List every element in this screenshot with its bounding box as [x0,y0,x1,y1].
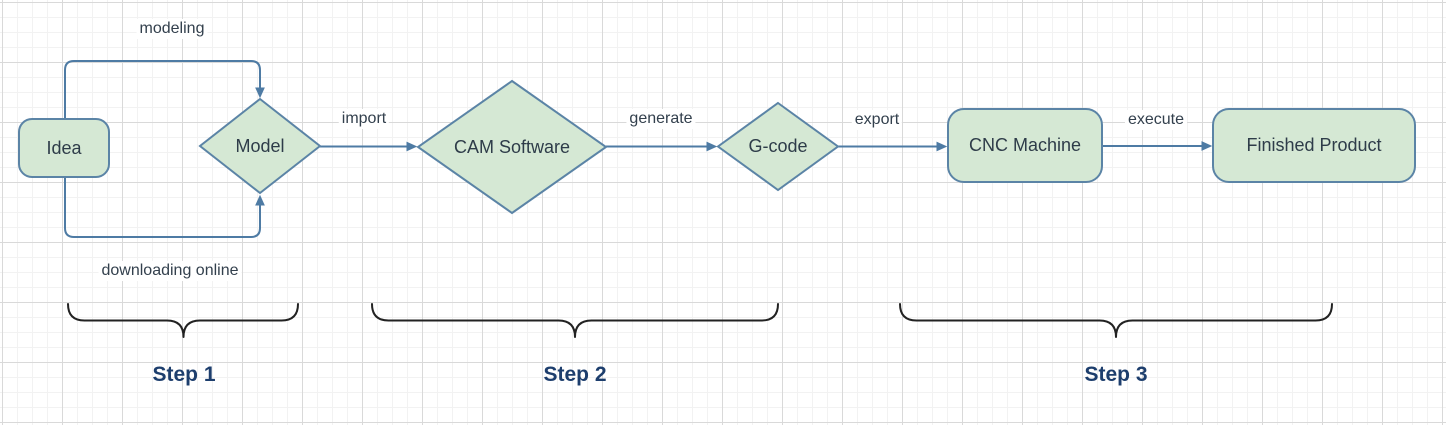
edge-modeling-connector[interactable] [64,60,265,119]
step-1-brace[interactable] [67,303,299,338]
node-cam-software-shape[interactable] [416,79,608,215]
edge-label-generate[interactable]: generate [626,109,696,129]
node-g-code-shape[interactable] [716,101,840,192]
edge-label-downloading-online[interactable]: downloading online [98,261,242,281]
step-1-label[interactable]: Step 1 [152,363,216,386]
node-idea-shape[interactable] [18,118,110,178]
step-3-label[interactable]: Step 3 [1084,363,1148,386]
edge-label-import[interactable]: import [338,109,390,129]
edge-downloading-online-connector[interactable] [64,177,265,238]
edge-label-execute[interactable]: execute [1124,110,1188,130]
node-finished-product-shape[interactable] [1212,108,1416,183]
node-cnc-machine-label[interactable]: CNC Machine [968,135,1082,155]
node-model-label[interactable]: Model [235,135,285,156]
edge-label-modeling[interactable]: modeling [136,19,208,39]
node-idea-label[interactable]: Idea [46,137,82,158]
step-3-brace[interactable] [899,303,1333,338]
node-finished-product-label[interactable]: Finished Product [1246,135,1382,155]
edge-label-export[interactable]: export [851,110,903,130]
step-2-label[interactable]: Step 2 [543,363,607,386]
node-model-shape[interactable] [198,97,322,195]
step-2-brace[interactable] [371,303,779,338]
node-cam-software-label[interactable]: CAM Software [453,136,571,157]
node-cnc-machine-shape[interactable] [947,108,1103,183]
node-g-code-label[interactable]: G-code [748,136,808,156]
